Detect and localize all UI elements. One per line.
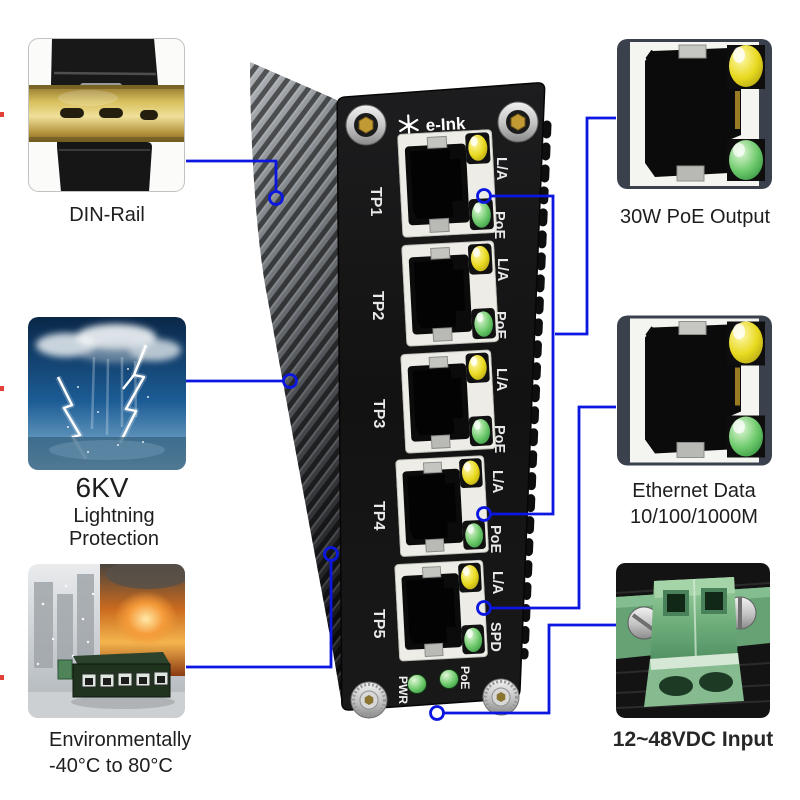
rj45-port-tp1 — [397, 129, 498, 238]
line-endpoint-circle — [323, 546, 339, 562]
poe-output-photo — [617, 39, 772, 189]
line-endpoint-circle — [476, 188, 492, 204]
top-screw-right-icon — [497, 101, 539, 143]
indicator-label: L/A — [493, 157, 509, 181]
indicator-label: SPD — [487, 622, 503, 652]
port-label-tp5: TP5 — [370, 609, 387, 638]
port-label-tp3: TP3 — [370, 399, 387, 428]
indicator-label: PoE — [491, 211, 507, 240]
port-label-tp2: TP2 — [369, 291, 386, 320]
line-endpoint-circle — [476, 506, 492, 522]
ethernet-label: Ethernet Data 10/100/1000M — [604, 478, 784, 530]
pwr-led-icon — [407, 674, 427, 694]
environment-label-line1: Environmentally — [49, 729, 192, 751]
environment-photo — [28, 559, 190, 718]
indicator-label: PoE — [492, 311, 508, 340]
ethernet-label-line1: Ethernet Data — [632, 480, 756, 502]
indicator-label: PoE — [491, 425, 507, 454]
indicator-label: PoE — [487, 525, 503, 554]
rj45-port-tp3 — [400, 349, 497, 454]
rj45-port-tp4 — [395, 455, 490, 558]
poe-led-icon — [439, 669, 459, 689]
lightning-subtitle: Lightning Protection — [68, 505, 160, 550]
line-endpoint-circle — [429, 705, 445, 721]
environment-label: Environmentally -40°C to 80°C — [49, 727, 249, 779]
din-rail-label: DIN-Rail — [69, 204, 145, 226]
device-fin-edge — [519, 120, 552, 660]
ethernet-photo — [617, 316, 772, 466]
vdc-input-label: 12~48VDC Input — [612, 728, 774, 751]
status-row: PWR PoE — [350, 666, 520, 719]
line-din-rail — [186, 159, 278, 191]
lightning-title: 6KV — [75, 472, 129, 503]
poe-label: PoE — [458, 666, 472, 689]
line-poe-ports — [491, 194, 555, 516]
line-endpoint-circle — [268, 190, 284, 206]
brand-logo: e-Ink — [398, 114, 466, 137]
red-edge-marks — [0, 112, 4, 680]
pwr-label: PWR — [396, 676, 410, 704]
brand-text: e-Ink — [425, 114, 466, 135]
line-endpoint-circle — [282, 373, 298, 389]
line-endpoint-circle — [476, 600, 492, 616]
port-label-tp4: TP4 — [370, 501, 387, 530]
line-ethernet — [491, 405, 616, 610]
din-rail-photo — [28, 38, 185, 192]
indicator-label: L/A — [493, 368, 509, 392]
indicator-label: L/A — [494, 258, 510, 282]
line-environment — [186, 562, 333, 669]
indicator-label: L/A — [489, 470, 505, 494]
rj45-port-tp2 — [401, 240, 500, 347]
top-screw-left-icon — [345, 104, 387, 146]
indicator-label: L/A — [489, 571, 505, 595]
vdc-input-photo — [616, 563, 770, 718]
rj45-port-tp5 — [394, 559, 489, 662]
connector-lines — [186, 116, 616, 721]
port-label-tp1: TP1 — [367, 187, 384, 216]
ethernet-label-line2: 10/100/1000M — [630, 506, 758, 528]
bottom-screw-left-icon — [350, 681, 388, 719]
line-poe-output — [555, 116, 616, 336]
bottom-screw-right-icon — [482, 678, 520, 716]
poe-output-label: 30W PoE Output — [619, 206, 771, 228]
switch-device: e-Ink TP1 TP2 TP3 TP4 TP5 L/A PoE L/A — [250, 62, 552, 719]
lightning-photo — [28, 317, 186, 470]
environment-label-line2: -40°C to 80°C — [49, 755, 173, 777]
line-vdc-input — [444, 623, 616, 715]
